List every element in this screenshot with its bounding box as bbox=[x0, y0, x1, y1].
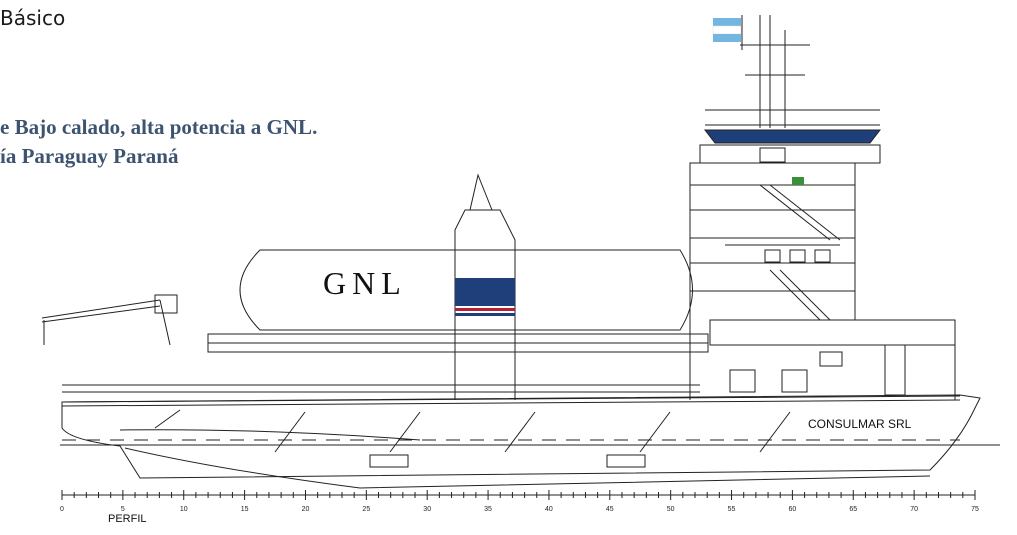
subtitle-line-2: ía Paraguay Paraná bbox=[0, 144, 179, 168]
hull-braces bbox=[154, 409, 791, 453]
subtitle-line-1: e Bajo calado, alta potencia a GNL. bbox=[0, 115, 318, 139]
funnel-navy-stripe bbox=[455, 313, 515, 316]
scale-tick-label: 60 bbox=[789, 506, 797, 513]
deck-railing bbox=[62, 384, 700, 393]
company-label: CONSULMAR SRL bbox=[808, 417, 912, 431]
scale-tick-label: 25 bbox=[362, 506, 370, 513]
scale-tick-label: 0 bbox=[60, 506, 64, 513]
funnel-red-stripe bbox=[455, 308, 515, 311]
scale-tick-label: 75 bbox=[971, 506, 979, 513]
scale-tick-label: 20 bbox=[302, 506, 310, 513]
scale-ticks: 0 5 10 15 20 25 30 35 40 45 50 55 60 65 70 75 bbox=[60, 490, 979, 513]
scale-tick-label: 70 bbox=[910, 506, 918, 513]
hull-vent bbox=[369, 454, 409, 468]
scale-tick-label: 50 bbox=[667, 506, 675, 513]
argentina-flag-icon bbox=[712, 18, 742, 42]
crane bbox=[41, 294, 178, 346]
wheelhouse bbox=[699, 144, 881, 164]
hull-curve bbox=[124, 447, 931, 489]
scale-tick-label: 65 bbox=[849, 506, 857, 513]
scale-tick-label: 30 bbox=[423, 506, 431, 513]
scale-tick-label: 40 bbox=[545, 506, 553, 513]
hull-vent bbox=[606, 454, 646, 468]
scale-tick-label: 15 bbox=[241, 506, 249, 513]
scale-tick-label: 5 bbox=[121, 506, 125, 513]
view-label: PERFIL bbox=[108, 513, 147, 525]
scale-tick-label: 10 bbox=[180, 506, 188, 513]
scale-tick-label: 55 bbox=[728, 506, 736, 513]
superstructure bbox=[689, 162, 956, 400]
scale-tick-label: 45 bbox=[606, 506, 614, 513]
tank-label: GNL bbox=[323, 265, 407, 301]
scale-tick-label: 35 bbox=[484, 506, 492, 513]
funnel bbox=[454, 209, 516, 331]
hull-outline bbox=[61, 394, 981, 479]
page-title: Básico bbox=[0, 6, 66, 30]
mast bbox=[705, 15, 880, 128]
green-marker bbox=[792, 177, 804, 185]
wheelhouse-roof bbox=[703, 129, 882, 144]
funnel-blue-band bbox=[455, 278, 515, 306]
